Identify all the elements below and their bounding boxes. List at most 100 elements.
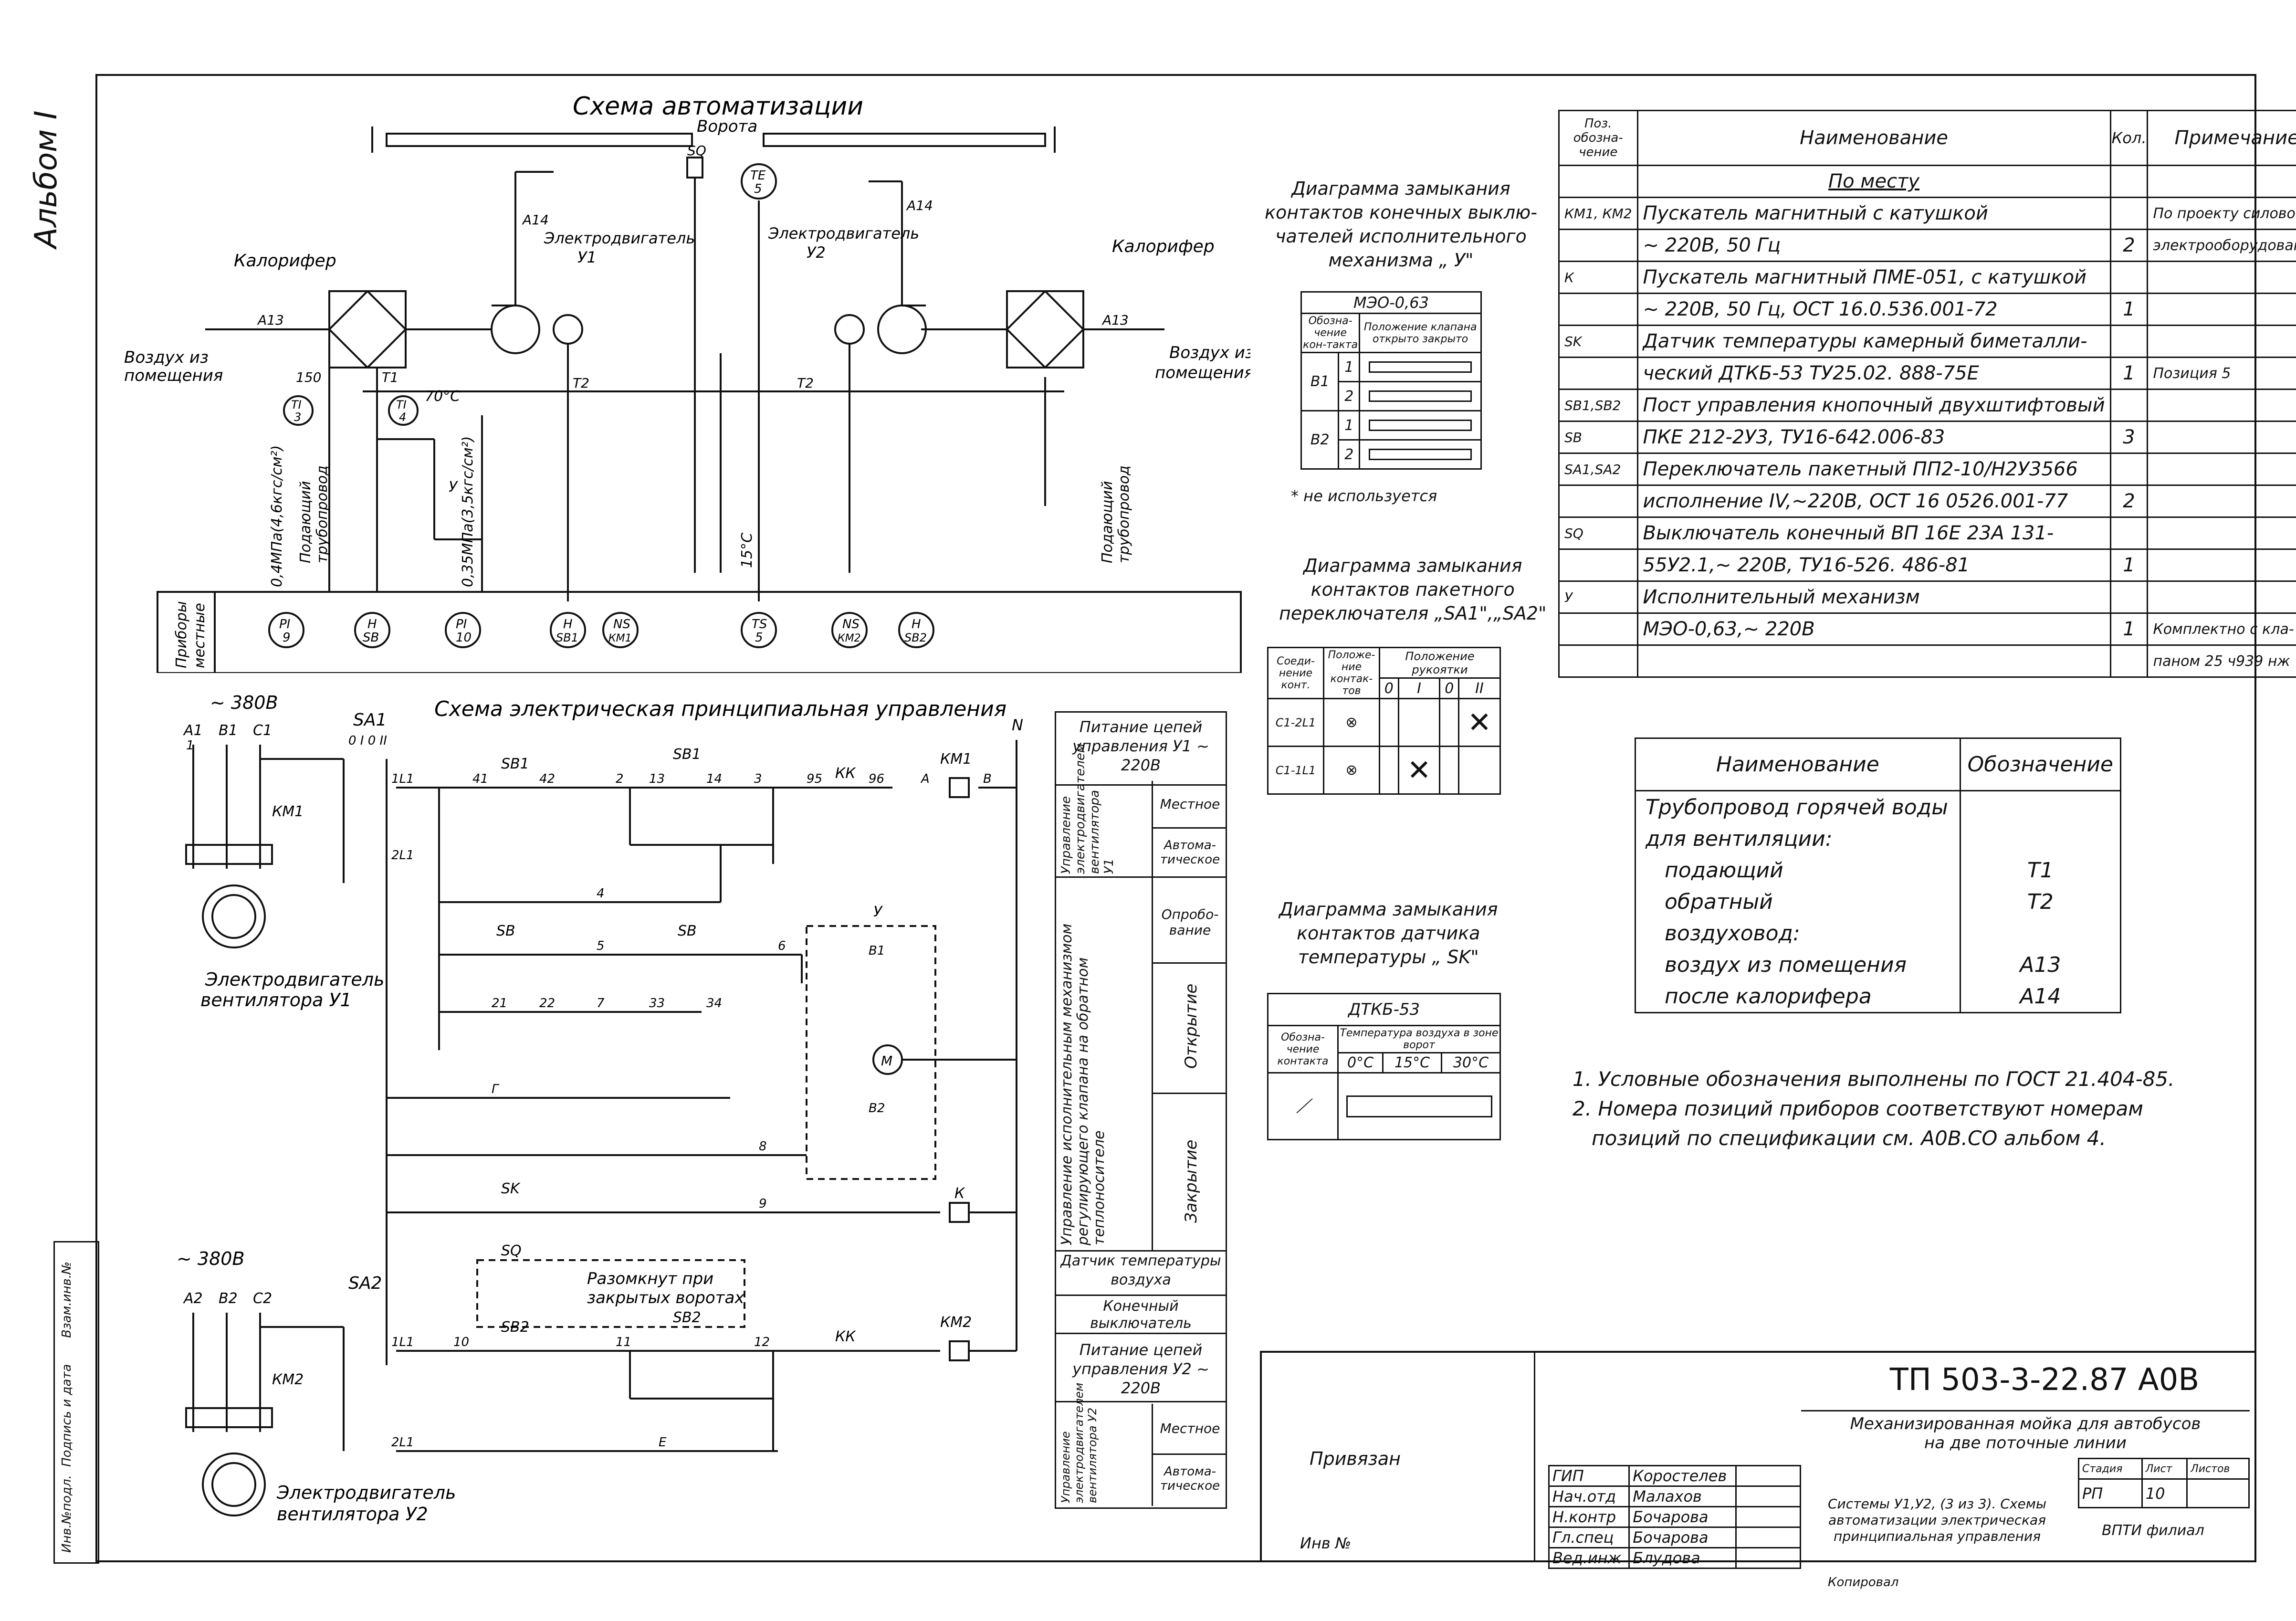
func-u1-motor: Управление электродвигателем вентилятора… bbox=[1056, 743, 1227, 878]
lbl-kk-2: КК bbox=[835, 1328, 856, 1345]
diagram-sa-cross-1: ✕ bbox=[1458, 698, 1501, 747]
legend-cell: Т1 bbox=[2027, 858, 2054, 883]
legend-row: воздуховод: bbox=[1635, 917, 2121, 949]
automation-title: Схема автоматизации bbox=[573, 92, 863, 121]
instrument-7-bot: КМ2 bbox=[838, 632, 861, 644]
diagram-sa-pos-1: I bbox=[1397, 677, 1441, 699]
lbl-b2: В2 bbox=[219, 1290, 238, 1307]
diagram-y-bar-4 bbox=[1369, 449, 1472, 460]
lbl-km1-motor: КМ1 bbox=[272, 803, 304, 820]
title-org: ВПТИ филиал bbox=[2102, 1522, 2204, 1539]
spec-h-note: Примечание bbox=[2147, 110, 2296, 166]
spec-cell: SK bbox=[1558, 325, 1638, 358]
legend-table: Наименование Обозначение Трубопровод гор… bbox=[1635, 737, 2121, 1013]
v380-2: ~ 380В bbox=[177, 1248, 245, 1269]
lbl-a1: А1 bbox=[183, 722, 203, 739]
sensor-te5-top: TE bbox=[750, 168, 766, 183]
n150-label: 150 bbox=[296, 369, 321, 385]
spec-cell bbox=[2109, 644, 2149, 678]
spec-cell: 1 bbox=[2109, 612, 2149, 646]
diagram-sk-contact: ⟋ bbox=[1267, 1072, 1339, 1140]
side-stamp: Инв.№подл. Подпись и дата Взам.инв.№ bbox=[53, 1241, 99, 1564]
func-u1-auto: Автома-тическое bbox=[1160, 838, 1220, 867]
lbl-kk-1: КК bbox=[835, 765, 856, 782]
spec-cell bbox=[2109, 516, 2149, 550]
func-test: Опробо-вание bbox=[1153, 878, 1227, 964]
spec-cell bbox=[1558, 644, 1638, 678]
diagram-sa-pos-3: II bbox=[1458, 677, 1501, 699]
legend-cell: Т2 bbox=[2027, 889, 2054, 914]
diagram-sa-contact-2: ⊗ bbox=[1323, 746, 1380, 795]
side-stamp-sign: Подпись и дата bbox=[60, 1364, 74, 1467]
diagram-sa-h1: Соеди-нение конт. bbox=[1267, 647, 1324, 699]
lbl-2: 2 bbox=[616, 772, 624, 786]
diagram-sk-device: ДТКБ-53 bbox=[1267, 993, 1501, 1026]
func-close-cell: Закрытие bbox=[1153, 1094, 1227, 1247]
func-u1-power-text: Питание цепей управления У1 ~ 220В bbox=[1072, 718, 1209, 774]
person-1-role: ГИП bbox=[1548, 1465, 1630, 1487]
sensor-ti3-top: TI bbox=[291, 398, 302, 411]
a13-left: А13 bbox=[257, 312, 284, 328]
spec-cell: КМ1, КМ2 bbox=[1558, 197, 1638, 230]
diagram-y-r3-a: В2 bbox=[1300, 410, 1340, 470]
lbl-41: 41 bbox=[472, 772, 488, 786]
func-temp-sensor: Датчик температуры воздуха bbox=[1056, 1252, 1226, 1296]
lbl-22: 22 bbox=[539, 996, 555, 1010]
title-grid-lines bbox=[1262, 1353, 1535, 1560]
func-actuator-text: Управление исполнительным механизмом рег… bbox=[1059, 923, 1108, 1245]
lbl-m: M bbox=[881, 1053, 892, 1069]
spec-cell: исполнение IV,~220В, ОСТ 16 0526.001-77 bbox=[1636, 484, 2111, 518]
gate-label: Ворота bbox=[697, 117, 757, 136]
spec-cell bbox=[2147, 421, 2296, 454]
instrument-3-top: PI bbox=[456, 617, 467, 632]
spec-cell: МЭО-0,63,~ 220В bbox=[1636, 612, 2111, 646]
spec-cell bbox=[2147, 389, 2296, 422]
lbl-sk: SK bbox=[501, 1180, 521, 1197]
spec-cell: По месту bbox=[1636, 165, 2111, 198]
spec-cell bbox=[2147, 293, 2296, 326]
spec-cell: Переключатель пакетный ПП2-10/Н2У3566 bbox=[1636, 453, 2111, 486]
person-4-role: Гл.спец bbox=[1548, 1526, 1630, 1548]
diagram-sk-title-1: Диаграмма замыкания bbox=[1279, 899, 1498, 920]
heater-right-label: Калорифер bbox=[1112, 237, 1215, 256]
lbl-8: 8 bbox=[759, 1139, 767, 1154]
lbl-10: 10 bbox=[453, 1335, 469, 1349]
panel-label-2: местные bbox=[191, 603, 208, 668]
spec-cell bbox=[2147, 548, 2296, 582]
spec-cell: ПКЕ 212-2У3, ТУ16-642.006-83 bbox=[1636, 421, 2111, 454]
legend-h-name: Наименование bbox=[1635, 738, 1961, 791]
legend-cell bbox=[1960, 917, 2120, 949]
spec-cell bbox=[2147, 484, 2296, 518]
a14-left: А14 bbox=[522, 212, 549, 228]
diagram-y-r3-b: 1 bbox=[1338, 410, 1361, 441]
diagram-y-col1: Обозна-чение кон-такта bbox=[1300, 313, 1361, 353]
lbl-1: 1 bbox=[186, 738, 194, 753]
note-2: 2. Номера позиций приборов соответствуют… bbox=[1573, 1097, 2143, 1120]
spec-cell bbox=[2147, 453, 2296, 486]
spec-cell bbox=[1558, 612, 1638, 646]
instrument-5-bot: КМ1 bbox=[608, 632, 632, 644]
sa2-label: SA2 bbox=[348, 1274, 382, 1293]
lbl-13: 13 bbox=[649, 772, 665, 786]
title-code: ТП 503-3-22.87 А0В bbox=[1889, 1362, 2200, 1398]
func-open: Открытие bbox=[1182, 983, 1201, 1069]
func-actuator-items: Опробо-вание Открытие Закрытие bbox=[1152, 878, 1227, 1250]
diagram-y-title: Диаграмма замыкания контактов конечных в… bbox=[1265, 177, 1537, 272]
func-u2-power: Питание цепей управления У2 ~ 220В bbox=[1056, 1336, 1226, 1402]
motor-left-label: Электродвигатель bbox=[544, 229, 695, 247]
func-u2-auto: Автома-тическое bbox=[1160, 1464, 1220, 1493]
title-project-1: Механизированная мойка для автобусов bbox=[1850, 1414, 2201, 1433]
lbl-11: 11 bbox=[616, 1335, 631, 1349]
spec-cell bbox=[2109, 261, 2149, 294]
legend-cell bbox=[1960, 823, 2120, 854]
diagram-y-bar-3 bbox=[1369, 420, 1472, 431]
func-u1-motor-text: Управление электродвигателем вентилятора… bbox=[1059, 743, 1116, 874]
lbl-sq: SQ bbox=[501, 1242, 522, 1259]
person-5-role: Вед.инж bbox=[1548, 1547, 1630, 1569]
spec-cell: Выключатель конечный ВП 16Е 23А 131- bbox=[1636, 516, 2111, 550]
